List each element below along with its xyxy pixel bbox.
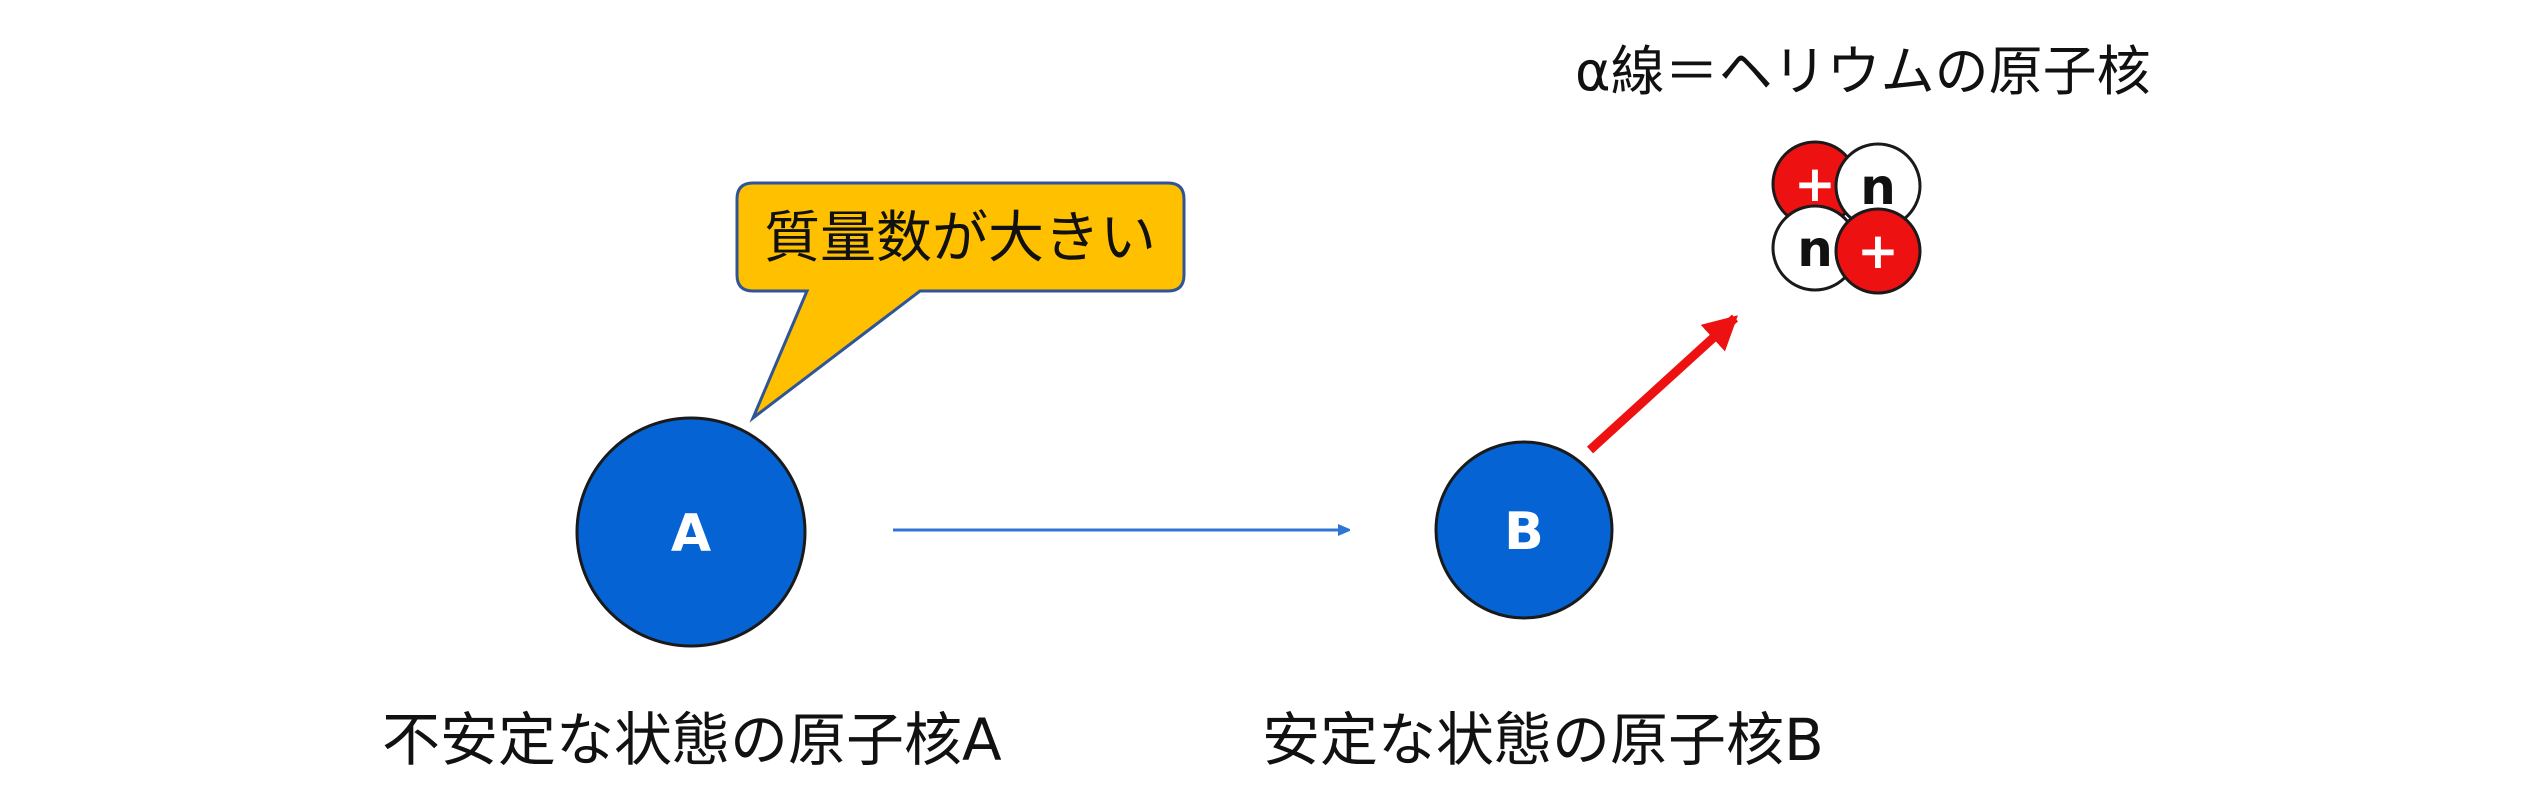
nucleus-b-caption: 安定な状態の原子核B bbox=[1262, 706, 1824, 774]
nucleus-b-label: B bbox=[1504, 502, 1544, 562]
neutron-bottom-symbol: n bbox=[1797, 220, 1833, 278]
neutron-top-symbol: n bbox=[1860, 158, 1896, 216]
emission-arrow bbox=[1586, 314, 1739, 454]
nucleus-a: A bbox=[575, 416, 807, 648]
speech-bubble-text: 質量数が大きい bbox=[764, 206, 1156, 271]
nucleus-b-circle bbox=[1434, 440, 1614, 620]
nucleus-b: B bbox=[1434, 440, 1614, 620]
speech-bubble: 質量数が大きい bbox=[735, 181, 1186, 423]
nucleus-a-label: A bbox=[671, 504, 711, 564]
proton-bottom bbox=[1834, 207, 1922, 295]
proton-top-symbol: + bbox=[1794, 155, 1836, 213]
speech-bubble-shape bbox=[735, 181, 1186, 423]
alpha-ray-title: α線＝ヘリウムの原子核 bbox=[1575, 40, 2151, 103]
proton-bottom-symbol: + bbox=[1857, 222, 1899, 280]
alpha-particle: + n n + bbox=[1771, 140, 1922, 295]
nucleus-a-caption: 不安定な状態の原子核A bbox=[382, 706, 1002, 774]
nucleus-a-circle bbox=[575, 416, 807, 648]
